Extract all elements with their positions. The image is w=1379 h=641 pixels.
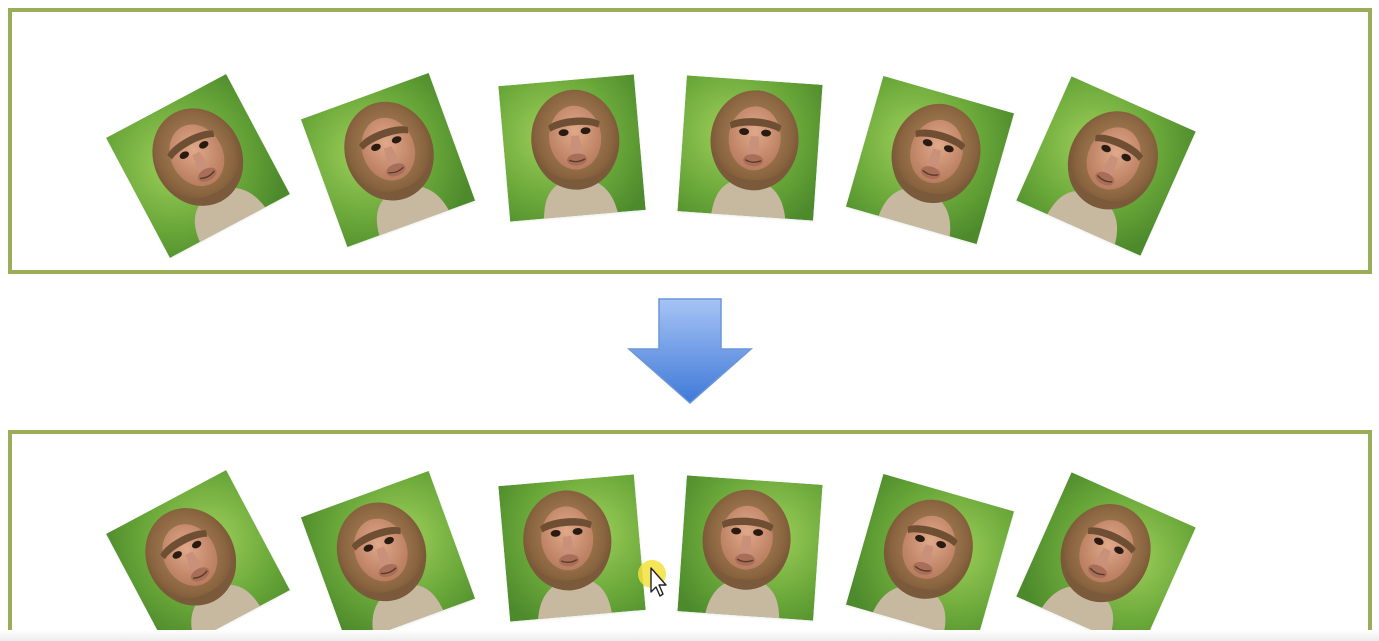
- bottom-monkey-photo-4: [677, 475, 822, 620]
- down-arrow-icon: [627, 298, 753, 405]
- top-monkey-photo-4: [677, 75, 822, 220]
- bottom-monkey-photo-3: [498, 474, 645, 621]
- top-monkey-photo-3: [498, 74, 645, 221]
- mouse-pointer-icon: [638, 560, 667, 597]
- bottom-edge-shade: [0, 630, 1379, 641]
